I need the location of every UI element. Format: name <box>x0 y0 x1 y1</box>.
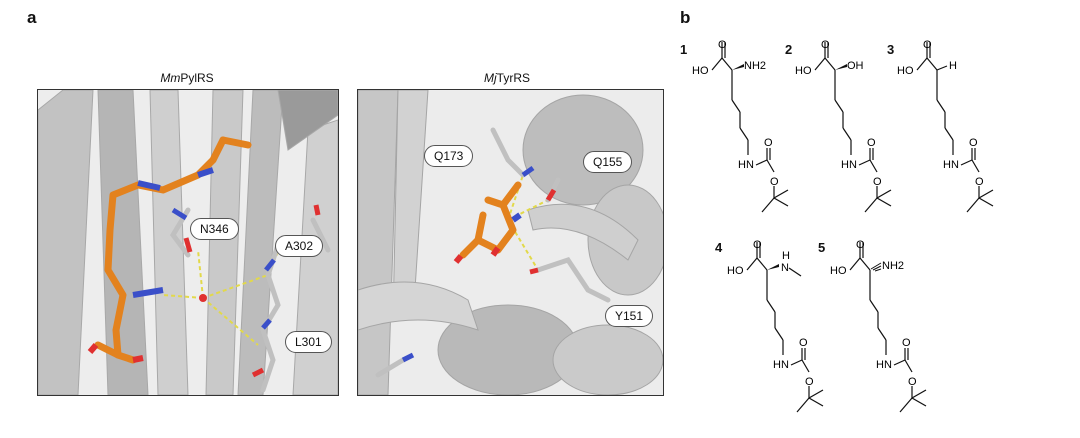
compound-1-structure: O HO NH2 HN O O <box>692 40 789 213</box>
mmpylrs-title: MmPylRS <box>37 71 337 85</box>
c5-acid-o: O <box>856 240 865 251</box>
compound-4-number: 4 <box>715 240 723 255</box>
compound-1-number: 1 <box>680 42 688 57</box>
mjtyrrs-render <box>358 90 663 395</box>
c5-o-carbonyl: O <box>902 337 911 349</box>
c4-n: N <box>781 262 789 274</box>
c1-nh2: NH2 <box>744 60 766 72</box>
compound-2-structure: O HO OH HN O O <box>795 40 892 213</box>
residue-label-a302: A302 <box>275 235 324 257</box>
c5-o-ester: O <box>908 376 917 388</box>
c3-ho: HO <box>897 65 914 77</box>
c2-hn: HN <box>841 159 857 171</box>
mjtyrrs-title-italic: Mj <box>483 71 497 85</box>
c2-oh: OH <box>847 60 864 72</box>
c3-h: H <box>949 60 957 72</box>
mjtyrrs-structure-image <box>357 89 664 396</box>
mmpylrs-title-rest: PylRS <box>180 71 214 85</box>
c1-acid-o: O <box>718 40 727 51</box>
residue-label-q173: Q173 <box>424 145 474 167</box>
compound-3-structure: O HO H HN O O <box>897 40 994 213</box>
c3-o-ester: O <box>975 176 984 188</box>
c4-o-carbonyl: O <box>799 337 808 349</box>
c4-h: H <box>782 250 790 262</box>
compound-3-number: 3 <box>887 42 895 57</box>
compound-5-structure: O HO NH2 HN O O <box>830 240 927 413</box>
c1-ho: HO <box>692 65 709 77</box>
c5-nh2: NH2 <box>882 260 904 272</box>
c5-hn: HN <box>876 359 892 371</box>
compound-4-structure: O HO H N HN O O <box>727 240 824 413</box>
panel-a-letter: a <box>27 8 37 27</box>
c2-o-ester: O <box>873 176 882 188</box>
c4-hn: HN <box>773 359 789 371</box>
c3-o-carbonyl: O <box>969 137 978 149</box>
c2-o-carbonyl: O <box>867 137 876 149</box>
mjtyrrs-title: MjTyrRS <box>357 71 657 85</box>
residue-label-l301: L301 <box>285 331 332 353</box>
residue-label-q155: Q155 <box>583 151 633 173</box>
residue-label-n346: N346 <box>190 218 239 240</box>
mmpylrs-structure-image <box>37 89 339 396</box>
compound-5-number: 5 <box>818 240 826 255</box>
c4-acid-o: O <box>753 240 762 251</box>
mjtyrrs-title-rest: TyrRS <box>496 71 530 85</box>
c3-hn: HN <box>943 159 959 171</box>
c1-o-ester: O <box>770 176 779 188</box>
panel-b-letter: b <box>680 8 691 27</box>
c2-acid-o: O <box>821 40 830 51</box>
c4-ho: HO <box>727 265 744 277</box>
residue-label-y151: Y151 <box>605 305 654 327</box>
c3-acid-o: O <box>923 40 932 51</box>
mmpylrs-title-italic: Mm <box>160 71 181 85</box>
c5-ho: HO <box>830 265 847 277</box>
c4-o-ester: O <box>805 376 814 388</box>
compound-2-number: 2 <box>785 42 793 57</box>
c1-hn: HN <box>738 159 754 171</box>
mmpylrs-render <box>38 90 338 395</box>
c1-o-carbonyl: O <box>764 137 773 149</box>
c2-ho: HO <box>795 65 812 77</box>
